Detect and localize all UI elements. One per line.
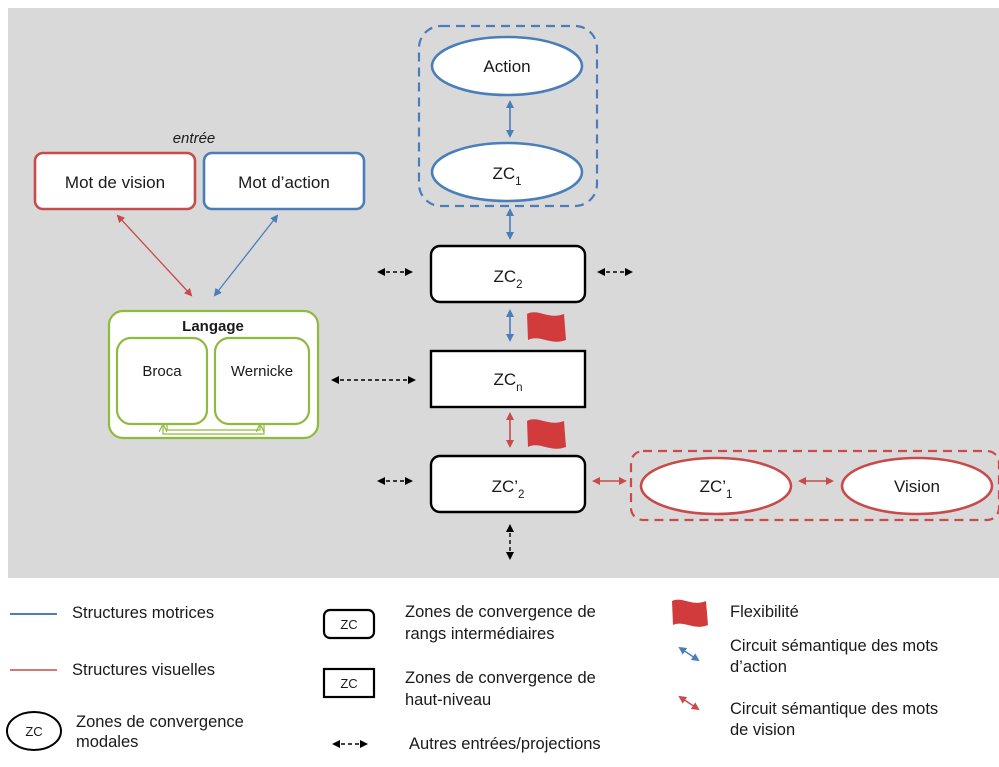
legend-vision-circuit-arrow	[678, 695, 700, 711]
flexibility-flag-2	[527, 419, 566, 449]
legend-modal-zone-icon	[6, 711, 62, 751]
broca-box	[115, 336, 209, 426]
legend-modal-zones-line1: Zones de convergence	[76, 713, 244, 731]
legend-visual-structures: Structures visuelles	[72, 661, 216, 679]
language-title: Langage	[182, 318, 244, 335]
vision-word-label: Mot de vision	[65, 173, 165, 192]
legend-flexibility: Flexibilité	[730, 603, 799, 621]
cz2prime-box	[429, 454, 587, 514]
legend-motor-structures: Structures motrices	[72, 604, 215, 622]
legend-intermediate-zones-line1: Zones de convergence de	[405, 603, 596, 621]
cz2-box	[429, 244, 587, 304]
cz1-node	[430, 141, 584, 203]
broca-wernicke-loop	[163, 424, 265, 435]
wernicke-box	[213, 336, 311, 426]
legend-high-level-zones-line1: Zones de convergence de	[405, 669, 596, 687]
cz1prime-label: ZC’1	[700, 477, 733, 501]
legend-other-inputs: Autres entrées/projections	[409, 735, 601, 753]
cz2prime-label: ZC’2	[492, 477, 525, 501]
wernicke-label: Wernicke	[231, 363, 293, 380]
action-word-box	[202, 151, 366, 211]
cz1-label: ZC1	[492, 164, 521, 188]
wernicke-broca-loop	[166, 424, 260, 430]
vision-group-frame	[629, 449, 999, 522]
legend-action-circuit-line1: Circuit sémantique des mots	[730, 637, 939, 655]
vision-word-box	[33, 151, 197, 211]
vision-label: Vision	[894, 477, 940, 496]
cz1prime-node	[639, 456, 793, 516]
action-label: Action	[483, 57, 530, 76]
vision-word-language-arrow	[116, 214, 193, 297]
legend-vision-circuit-line2: de vision	[730, 721, 796, 739]
entree-label: entrée	[173, 130, 216, 147]
action-node	[430, 35, 584, 97]
legend-high-level-zone-icon	[322, 667, 376, 699]
legend-intermediate-zones-line2: rangs intermédiaires	[405, 625, 555, 643]
czn-label: ZCn	[493, 370, 522, 394]
vision-node	[840, 456, 994, 516]
legend-vision-circuit-line1: Circuit sémantique des mots	[730, 700, 939, 718]
broca-label: Broca	[142, 363, 182, 380]
legend-intermediate-zone-icon	[322, 608, 376, 640]
legend-modal-zones-line2: modales	[76, 733, 139, 751]
cz2-label: ZC2	[493, 267, 522, 291]
czn-box	[429, 349, 587, 409]
legend-intermediate-zone-icon-text: ZC	[340, 617, 357, 632]
legend-action-circuit-arrow	[678, 646, 700, 662]
legend-high-level-zone-icon-text: ZC	[340, 676, 357, 691]
legend-high-level-zones-line2: haut-niveau	[405, 691, 492, 709]
flexibility-flag-1	[527, 312, 566, 342]
legend-flag-icon	[672, 599, 708, 627]
action-word-language-arrow	[213, 214, 279, 297]
action-word-label: Mot d’action	[238, 173, 330, 192]
legend-modal-zone-icon-text: ZC	[25, 724, 42, 739]
legend-action-circuit-line2: d’action	[730, 658, 787, 676]
action-group-frame	[417, 24, 599, 208]
